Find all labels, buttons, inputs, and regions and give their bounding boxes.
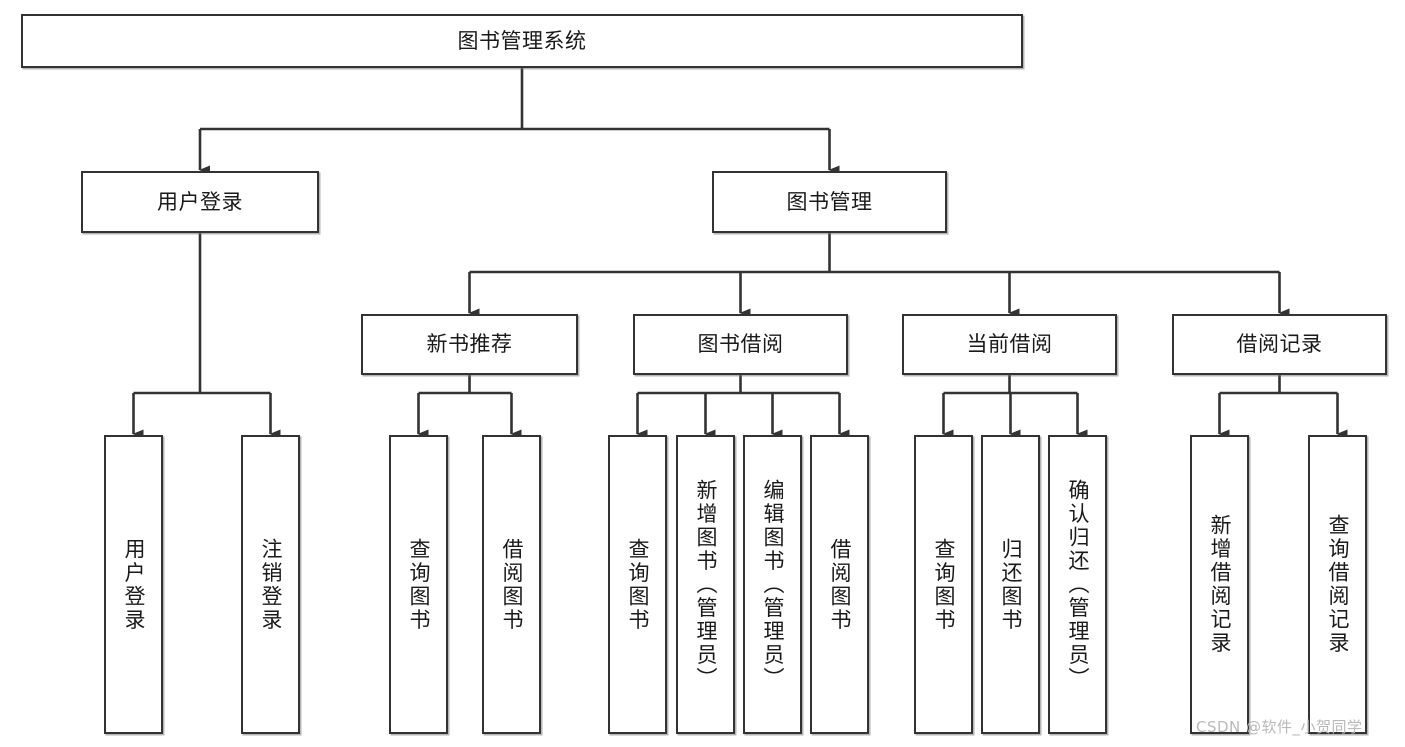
node-label: 归还图书 <box>999 537 1023 632</box>
node-leaf-logout[interactable]: 注销登录 <box>241 435 300 734</box>
node-label: 借阅图书 <box>500 537 524 632</box>
node-leaf-bb-add[interactable]: 新增图书（管理员） <box>676 435 735 734</box>
node-label: 查询借阅记录 <box>1326 514 1350 655</box>
node-label: 查询图书 <box>626 537 650 632</box>
node-root[interactable]: 图书管理系统 <box>21 14 1023 68</box>
node-label: 图书借阅 <box>697 332 784 357</box>
node-label: 查询图书 <box>932 537 956 632</box>
node-label: 借阅图书 <box>828 537 852 632</box>
node-label: 用户登录 <box>122 537 146 632</box>
node-leaf-bb-borrow[interactable]: 借阅图书 <box>810 435 869 734</box>
node-new-book-rec[interactable]: 新书推荐 <box>361 314 578 375</box>
node-label: 查询图书 <box>407 537 431 632</box>
node-leaf-cb-query[interactable]: 查询图书 <box>914 435 973 734</box>
node-leaf-rec-borrow[interactable]: 借阅图书 <box>482 435 541 734</box>
node-label: 当前借阅 <box>966 332 1053 357</box>
node-label: 确认归还（管理员） <box>1066 478 1090 691</box>
node-label: 用户登录 <box>157 189 243 214</box>
node-label: 图书管理 <box>786 189 873 214</box>
node-label: 编辑图书（管理员） <box>761 478 785 691</box>
node-book-manage[interactable]: 图书管理 <box>712 171 947 233</box>
node-label: 新增图书（管理员） <box>694 478 718 691</box>
node-leaf-br-add[interactable]: 新增借阅记录 <box>1190 435 1249 734</box>
node-leaf-user-login[interactable]: 用户登录 <box>104 435 163 734</box>
node-current-borrow[interactable]: 当前借阅 <box>902 314 1117 375</box>
node-leaf-cb-confirm[interactable]: 确认归还（管理员） <box>1048 435 1107 734</box>
node-label: 新书推荐 <box>426 332 513 357</box>
node-label: 借阅记录 <box>1236 332 1323 357</box>
node-leaf-br-query[interactable]: 查询借阅记录 <box>1308 435 1367 734</box>
node-leaf-cb-return[interactable]: 归还图书 <box>981 435 1040 734</box>
node-user-login[interactable]: 用户登录 <box>81 171 319 233</box>
node-leaf-bb-edit[interactable]: 编辑图书（管理员） <box>743 435 802 734</box>
node-leaf-bb-query[interactable]: 查询图书 <box>608 435 667 734</box>
node-borrow-record[interactable]: 借阅记录 <box>1172 314 1387 375</box>
node-label: 图书管理系统 <box>457 28 587 53</box>
node-label: 注销登录 <box>259 537 283 632</box>
node-leaf-rec-query[interactable]: 查询图书 <box>389 435 448 734</box>
csdn-watermark: CSDN @软件_小贺同学 <box>1196 718 1363 736</box>
node-label: 新增借阅记录 <box>1208 514 1232 655</box>
node-book-borrow[interactable]: 图书借阅 <box>633 314 848 375</box>
